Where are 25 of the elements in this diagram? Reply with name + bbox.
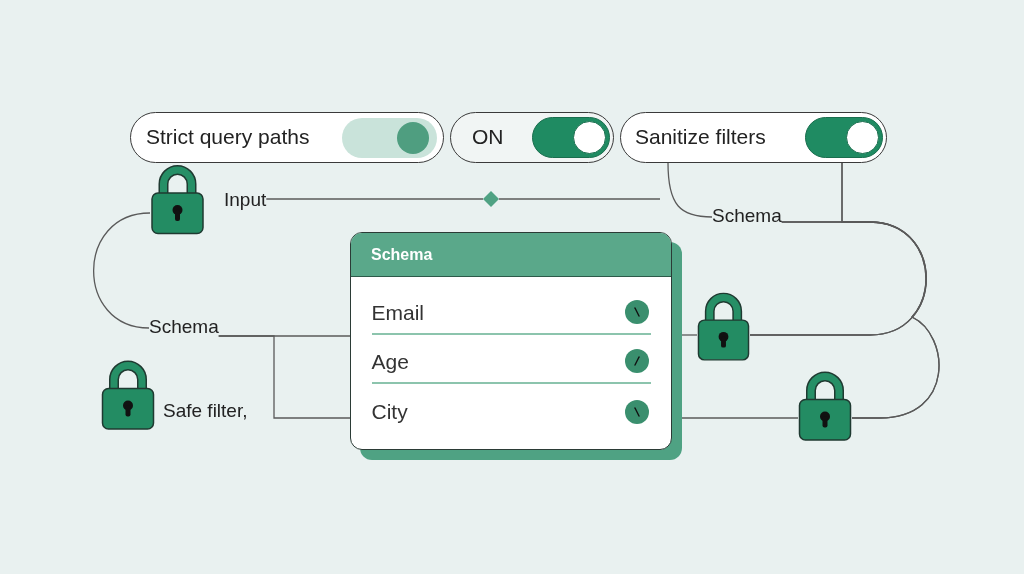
padlock-icon [150,163,205,235]
setting-label: Strict query paths [146,124,310,150]
flow-label: Input [224,189,267,211]
connector-line [667,162,713,218]
connector-line [498,198,661,200]
field-name: Age [371,348,409,375]
lock-caption: Safe filter, [163,400,248,422]
card-header: Schema [351,233,671,277]
padlock-icon [697,290,750,362]
field-name: Email [371,299,424,326]
padlock-icon [798,369,852,442]
connector-line [841,162,940,419]
setting-label: Sanitize filters [635,124,766,150]
flow-label: Schema [149,316,219,338]
toggle-setting [130,112,444,163]
toggle-setting [450,112,614,163]
connector-line [265,198,484,200]
connector-line [218,335,352,419]
toggle-setting [620,112,887,163]
flow-label: Schema [712,205,782,227]
diamond-marker [483,191,499,207]
connector-line [92,212,151,329]
field-name: City [371,398,408,425]
schema-card [350,232,672,450]
setting-label: ON [472,124,504,150]
